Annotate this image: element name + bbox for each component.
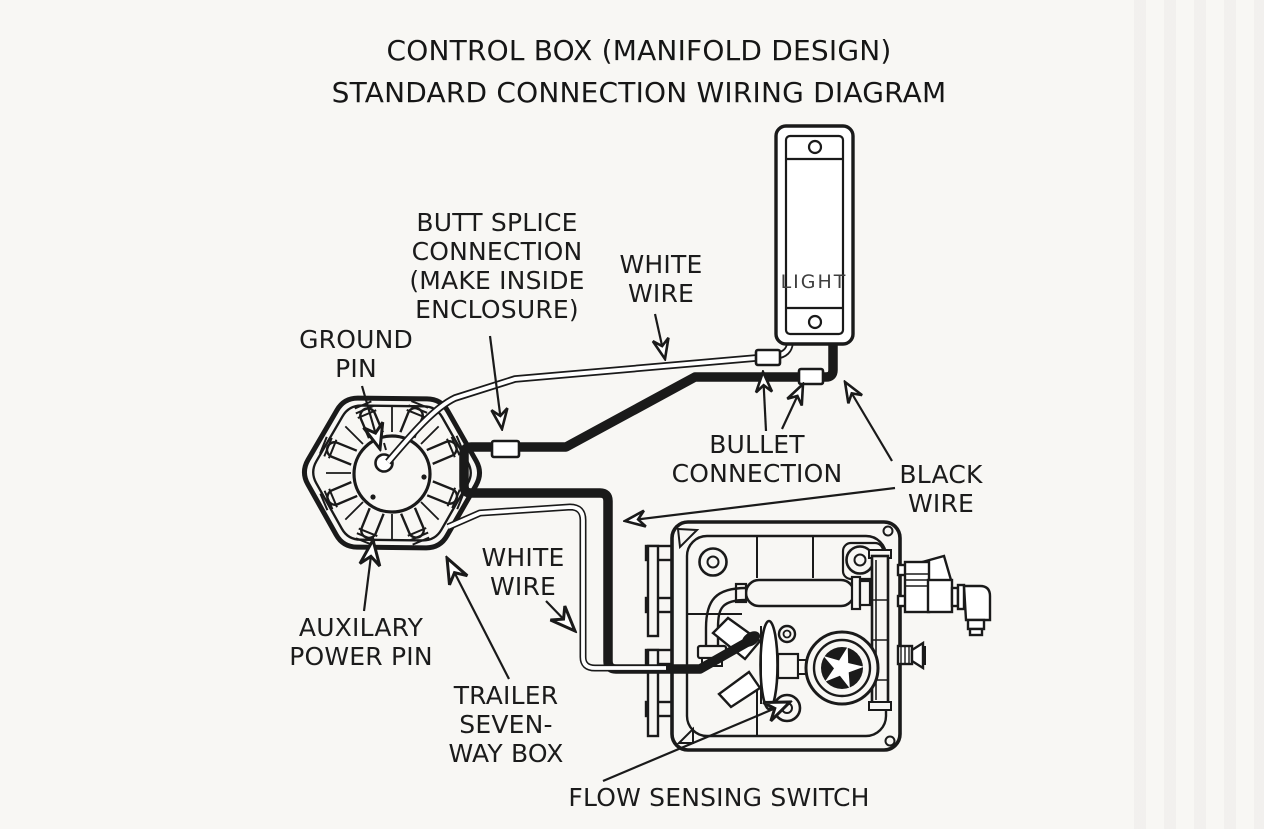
light-screw — [807, 314, 823, 330]
connector-spokes — [326, 407, 440, 539]
wire-terminal — [741, 631, 761, 647]
auxiliary-pin-arrow — [364, 540, 373, 612]
label-bullet-connection: BULLET CONNECTION — [671, 430, 843, 488]
trailer-seven-way-box-graphic — [301, 395, 483, 551]
label-auxiliary-power-pin: AUXILARY POWER PIN — [289, 613, 433, 671]
control-box-graphic — [644, 520, 992, 752]
butt-splice-arrow — [488, 335, 502, 429]
label-white-wire-top: WHITE WIRE — [619, 250, 703, 308]
connector-center-disc — [352, 434, 432, 514]
manifold-tube — [744, 578, 856, 608]
corner-gusset — [676, 726, 694, 744]
label-black-wire: BLACK WIRE — [899, 460, 983, 518]
corner-screw — [884, 735, 896, 747]
bullet-connector-white — [754, 348, 782, 367]
flow-switch-arrow — [602, 702, 790, 783]
regulator — [711, 616, 809, 711]
black-wire-arrow-1 — [845, 382, 893, 462]
corner-gusset — [676, 527, 700, 550]
label-light: LIGHT — [780, 271, 848, 293]
valve-assembly — [896, 554, 992, 671]
bullet-arrow-1 — [763, 372, 766, 432]
light-fixture — [774, 124, 855, 346]
diagram-title: CONTROL BOX (MANIFOLD DESIGN) STANDARD C… — [331, 34, 947, 109]
label-trailer-seven-way-box: TRAILER SEVEN- WAY BOX — [448, 681, 564, 768]
label-flow-sensing-switch: FLOW SENSING SWITCH — [568, 783, 870, 812]
callout-arrows — [360, 313, 896, 783]
label-ground-pin: GROUND PIN — [299, 325, 413, 383]
label-butt-splice: BUTT SPLICE CONNECTION (MAKE INSIDE ENCL… — [409, 208, 585, 324]
bullet-connector-black — [797, 367, 825, 386]
corner-screw — [882, 525, 894, 537]
ground-pin-arrow — [360, 385, 380, 449]
white-wire-upper — [385, 334, 794, 465]
light-screw — [807, 139, 823, 155]
label-white-wire-lower: WHITE WIRE — [481, 543, 565, 601]
black-wire-arrow-2 — [625, 486, 896, 521]
white-wire-lower-arrow — [545, 600, 575, 631]
control-box-brackets — [644, 544, 676, 738]
black-wire — [459, 338, 838, 674]
white-wire-lower — [446, 503, 666, 672]
white-wire-top-arrow — [655, 313, 665, 359]
trailer-box-arrow — [447, 558, 510, 680]
flow-sensing-switch-graphic — [804, 630, 880, 706]
bullet-arrow-2 — [781, 384, 803, 430]
connector-outer-shell — [301, 395, 483, 551]
butt-splice-connector — [490, 439, 521, 459]
